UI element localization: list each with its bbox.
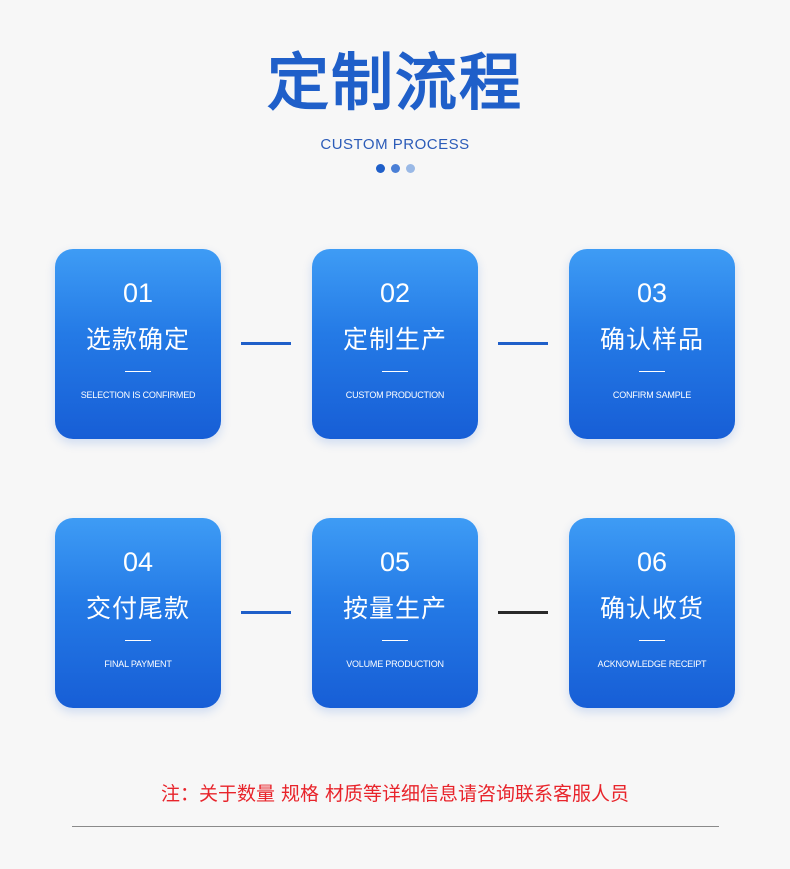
step-number: 01	[122, 278, 154, 308]
step-title: 确认收货	[599, 594, 704, 623]
connector-line	[498, 611, 548, 614]
step-number: 06	[636, 547, 668, 577]
step-title: 定制生产	[342, 325, 447, 354]
step-title: 选款确定	[85, 325, 190, 354]
step-subtitle: CONFIRM SAMPLE	[612, 390, 692, 400]
step-card-05: 05 按量生产 VOLUME PRODUCTION	[312, 518, 478, 708]
divider	[125, 371, 151, 372]
step-card-04: 04 交付尾款 FINAL PAYMENT	[55, 518, 221, 708]
page-title: 定制流程	[266, 46, 523, 119]
step-card-06: 06 确认收货 ACKNOWLEDGE RECEIPT	[569, 518, 735, 708]
step-title: 确认样品	[599, 325, 704, 354]
footer-note: 注：关于数量 规格 材质等详细信息请咨询联系客服人员	[160, 783, 630, 805]
connector-line	[498, 342, 548, 345]
divider	[125, 640, 151, 641]
connector-line	[241, 611, 291, 614]
step-number: 04	[122, 547, 154, 577]
divider	[382, 640, 408, 641]
step-title: 交付尾款	[85, 594, 190, 623]
step-number: 05	[379, 547, 411, 577]
step-subtitle: CUSTOM PRODUCTION	[345, 390, 445, 400]
step-subtitle: FINAL PAYMENT	[104, 659, 172, 669]
step-number: 02	[379, 278, 411, 308]
step-subtitle: ACKNOWLEDGE RECEIPT	[597, 659, 707, 669]
page-subtitle: CUSTOM PROCESS	[320, 136, 470, 153]
connector-line	[241, 342, 291, 345]
dot-icon	[375, 164, 385, 173]
step-subtitle: SELECTION IS CONFIRMED	[80, 390, 196, 400]
step-card-02: 02 定制生产 CUSTOM PRODUCTION	[312, 249, 478, 439]
step-card-03: 03 确认样品 CONFIRM SAMPLE	[569, 249, 735, 439]
divider	[639, 371, 665, 372]
step-number: 03	[636, 278, 668, 308]
step-title: 按量生产	[342, 594, 447, 623]
dot-icon	[405, 164, 415, 173]
step-subtitle: VOLUME PRODUCTION	[346, 659, 444, 669]
decorative-dots	[0, 164, 790, 173]
divider	[382, 371, 408, 372]
divider	[639, 640, 665, 641]
step-card-01: 01 选款确定 SELECTION IS CONFIRMED	[55, 249, 221, 439]
footer-divider	[72, 826, 719, 827]
dot-icon	[390, 164, 400, 173]
